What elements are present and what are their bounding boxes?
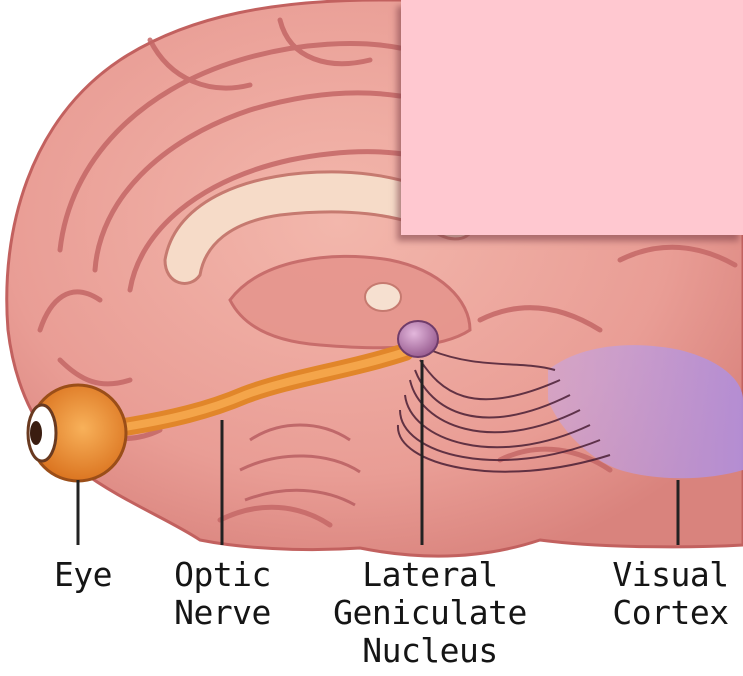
label-visual-cortex: Visual Cortex: [598, 556, 743, 632]
label-eye: Eye: [38, 556, 128, 594]
lgn-body: [398, 321, 438, 357]
overlay-rectangle: [401, 0, 743, 235]
eyeball: [28, 385, 126, 481]
label-optic-nerve: Optic Nerve: [155, 556, 290, 632]
label-lateral-geniculate-nucleus: Lateral Geniculate Nucleus: [315, 556, 545, 670]
fornix-bulb: [365, 283, 401, 311]
